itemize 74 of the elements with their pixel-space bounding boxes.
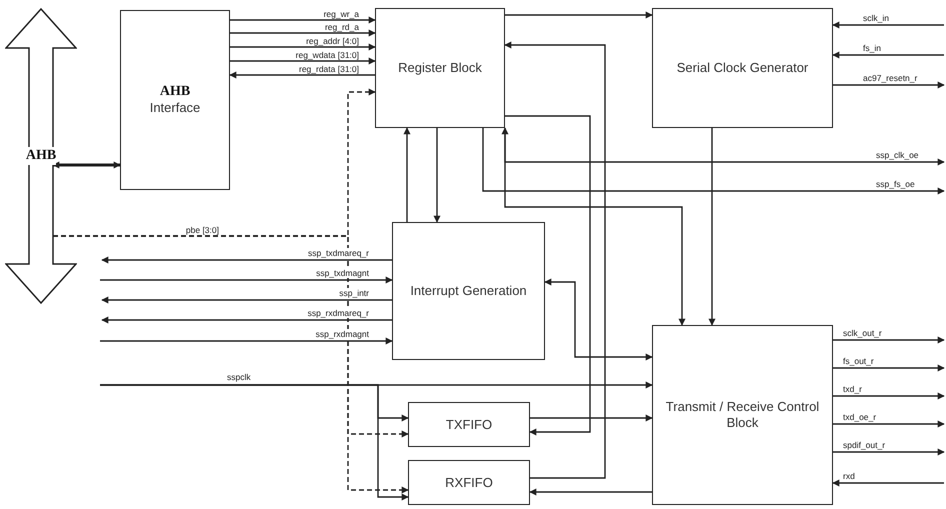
bus-double-arrow <box>5 8 77 304</box>
signal-arrow <box>100 384 409 500</box>
signal-arrow <box>505 115 591 436</box>
signal-label: fs_in <box>862 43 882 53</box>
signal-label: ssp_intr <box>338 288 370 298</box>
signal-label: pbe [3:0] <box>184 225 220 235</box>
block-box <box>392 222 545 360</box>
signal-label: sclk_in <box>862 13 890 23</box>
signal-arrow <box>100 338 393 344</box>
signal-arrow <box>230 58 376 64</box>
signal-arrow <box>482 128 945 194</box>
signal-label: sclk_out_r <box>842 328 883 338</box>
signal-arrow <box>833 448 945 456</box>
signal-label: ac97_resetn_r <box>862 73 918 83</box>
signal-label: reg_wdata [31:0] <box>294 50 360 60</box>
signal-arrow <box>502 127 686 326</box>
signal-label: ssp_txdmareq_r <box>307 248 370 258</box>
block-label: Serial Clock Generator <box>676 60 808 76</box>
signal-arrow <box>101 256 392 264</box>
signal-label: sspclk <box>226 372 252 382</box>
block-box <box>652 325 833 505</box>
signal-arrow <box>708 128 716 326</box>
signal-arrow <box>833 336 945 344</box>
signal-label: txd_oe_r <box>842 412 878 422</box>
signal-label: ssp_rxdmagnt <box>314 329 370 339</box>
block-label: Transmit / Receive Control Block <box>664 399 820 431</box>
block-box <box>375 8 505 128</box>
signal-arrow <box>52 162 121 168</box>
signal-arrow <box>505 12 653 18</box>
block-label: Interrupt Generation <box>410 283 527 299</box>
block-label: Interface <box>150 100 200 116</box>
block-heading: AHB <box>26 147 56 165</box>
signal-arrow <box>833 82 945 88</box>
signal-arrow <box>101 316 392 324</box>
signal-label: ssp_txdmagnt <box>315 268 370 278</box>
signal-arrow <box>504 128 945 166</box>
signal-label: spdif_out_r <box>842 440 886 450</box>
signal-arrow <box>101 296 392 304</box>
signal-arrow <box>53 235 409 494</box>
signal-arrow <box>230 30 376 36</box>
signal-label: reg_rd_a <box>324 22 360 32</box>
signal-label: reg_rdata [31:0] <box>298 64 360 74</box>
signal-arrow <box>832 480 944 486</box>
signal-arrow <box>504 42 606 479</box>
signal-label: ssp_clk_oe <box>875 150 920 160</box>
signal-arrow <box>230 16 376 24</box>
signal-arrow <box>544 278 653 360</box>
signal-arrow <box>833 420 945 428</box>
signal-label: ssp_fs_oe <box>875 179 916 189</box>
signal-arrow <box>230 44 376 50</box>
signal-label: rxd <box>842 471 856 481</box>
block-heading: AHB <box>160 84 190 100</box>
signal-label: reg_addr [4:0] <box>305 36 360 46</box>
block-box <box>652 8 833 128</box>
signal-label: txd_r <box>842 384 863 394</box>
signal-arrow <box>832 22 944 28</box>
signal-arrow <box>529 488 652 496</box>
signal-arrow <box>434 128 440 223</box>
signal-arrow <box>832 52 944 58</box>
signal-arrow <box>833 364 945 372</box>
signal-arrow <box>833 392 945 400</box>
signal-label: reg_wr_a <box>322 9 360 19</box>
block-label: Register Block <box>398 60 482 76</box>
block-box <box>120 10 230 190</box>
block-box <box>408 460 530 505</box>
signal-arrow <box>229 72 375 78</box>
signal-arrow <box>100 276 393 284</box>
block-label: RXFIFO <box>445 474 493 490</box>
signal-label: ssp_rxdmareq_r <box>306 308 370 318</box>
signal-arrow <box>404 127 410 222</box>
block-label: TXFIFO <box>446 416 492 432</box>
block-box <box>408 402 530 447</box>
signal-arrow <box>530 414 653 422</box>
signal-label: fs_out_r <box>842 356 875 366</box>
